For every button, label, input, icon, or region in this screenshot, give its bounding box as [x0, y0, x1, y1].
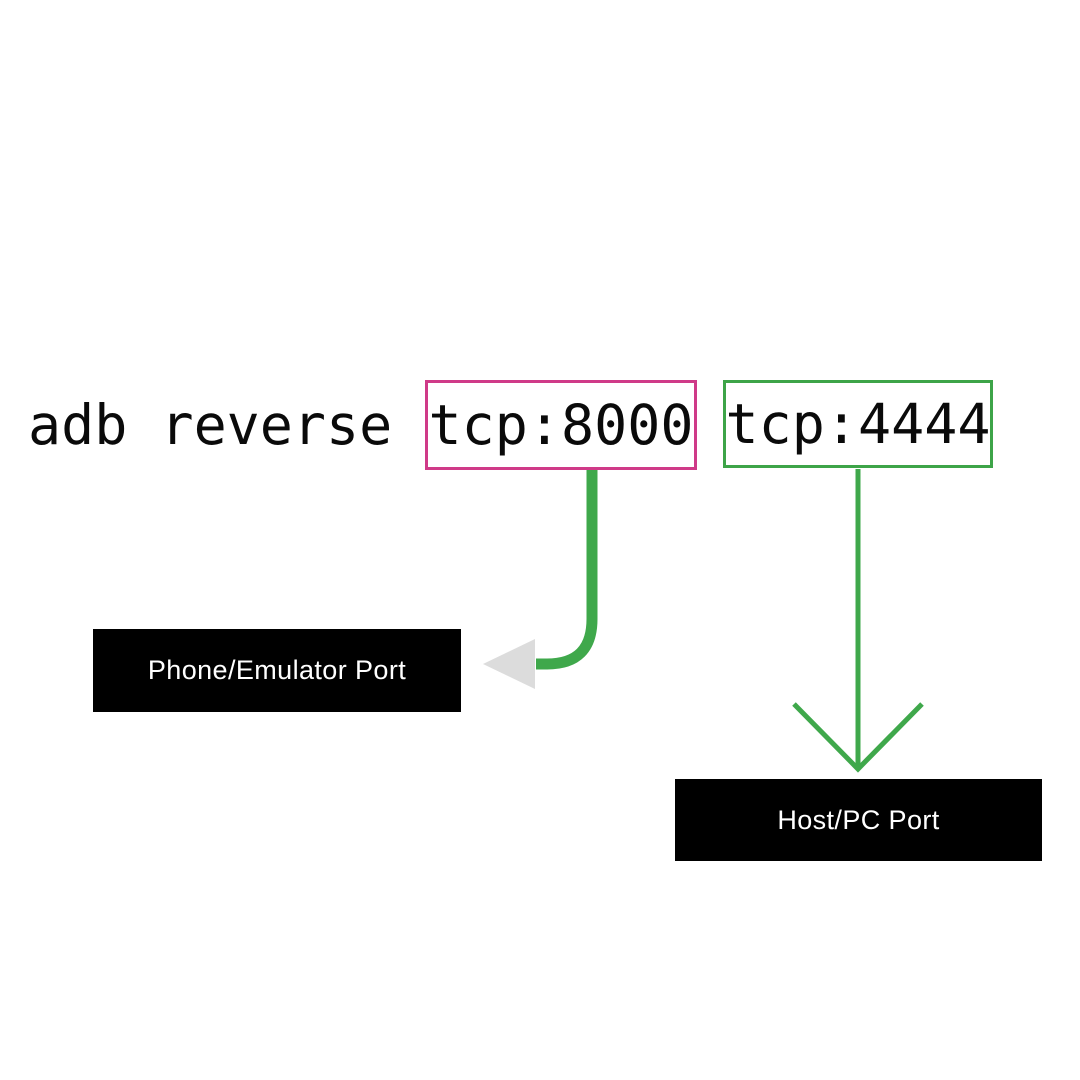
curved-arrow-to-phone-port — [536, 470, 598, 670]
phone-emulator-port-label-text: Phone/Emulator Port — [147, 655, 407, 685]
triangle-left-icon — [483, 639, 535, 689]
chevron-down-icon — [792, 702, 924, 773]
command-prefix-text: adb reverse — [28, 393, 393, 457]
host-pc-port-label: Host/PC Port — [675, 779, 1042, 861]
host-port-box: tcp:4444 — [723, 380, 993, 468]
host-port-text: tcp:4444 — [725, 392, 991, 456]
host-pc-port-label-text: Host/PC Port — [777, 804, 940, 835]
device-port-box: tcp:8000 — [425, 380, 697, 470]
device-port-text: tcp:8000 — [428, 393, 694, 457]
phone-emulator-port-label: Phone/Emulator Port — [93, 629, 461, 712]
